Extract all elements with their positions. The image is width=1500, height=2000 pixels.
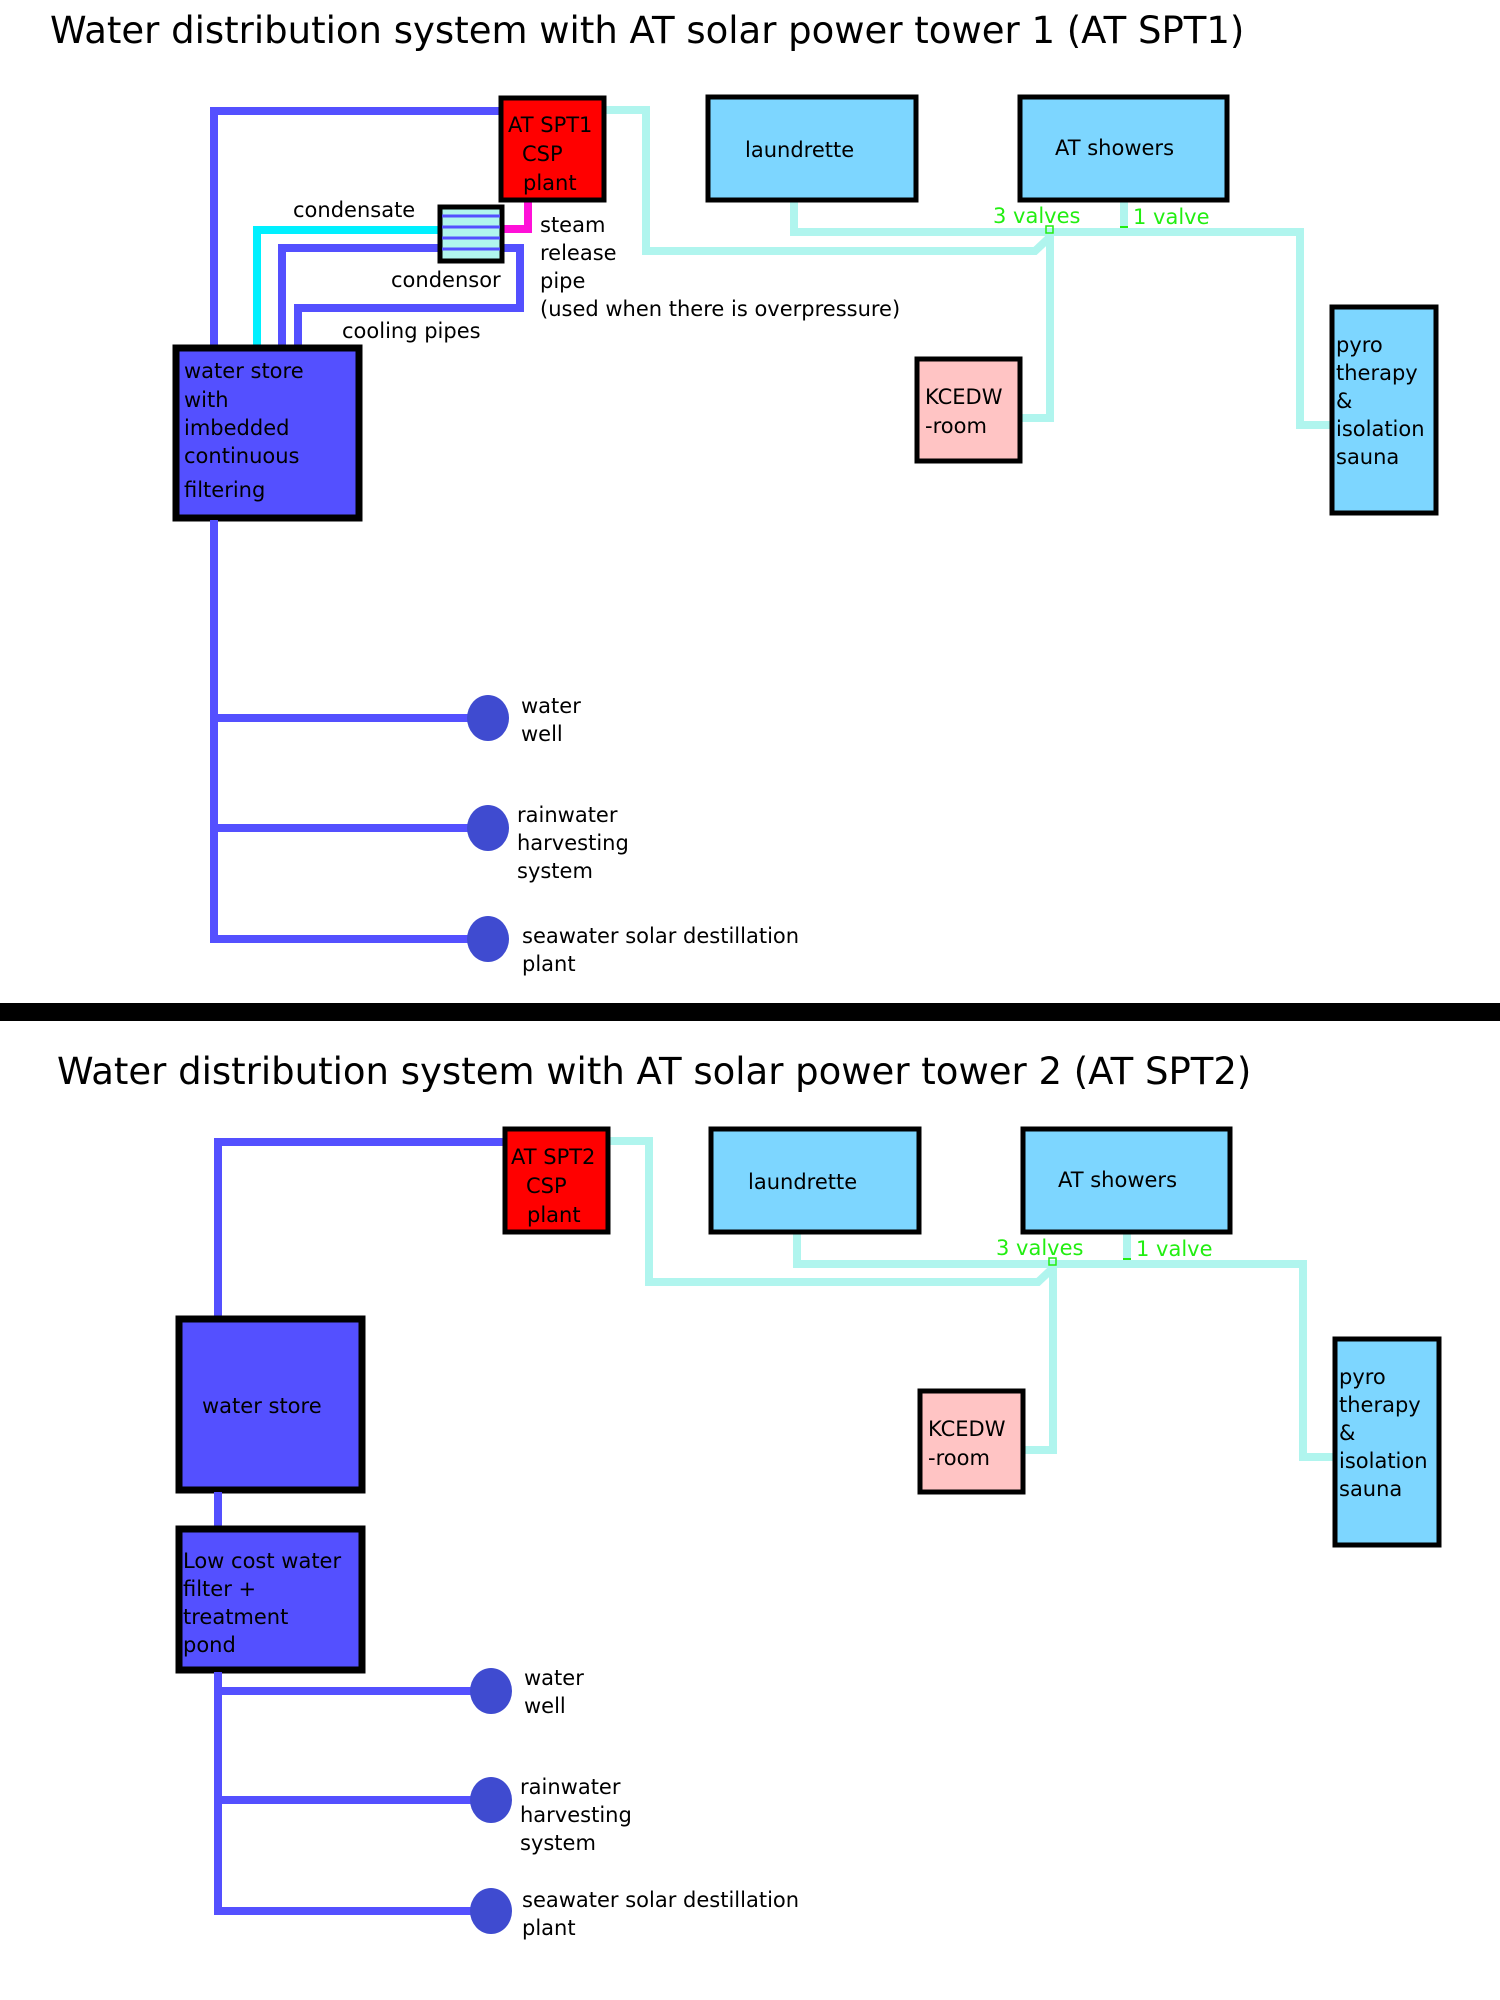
- steam-release-pipe: [502, 200, 532, 233]
- water-store-1-line-2: with: [184, 388, 229, 412]
- water-store-1-line-4: continuous: [184, 444, 300, 468]
- seawater-1-line-2: plant: [522, 952, 576, 976]
- water-well-2-line-1: water: [524, 1666, 584, 1690]
- condensate-pipe: [253, 226, 440, 350]
- section-2-title: Water distribution system with AT solar …: [57, 1050, 1251, 1093]
- rainwater-harvesting-2[interactable]: rainwater harvesting system: [470, 1775, 632, 1855]
- section-1-title: Water distribution system with AT solar …: [50, 9, 1244, 52]
- water-well-1-line-2: well: [521, 722, 563, 746]
- filter-pond-2[interactable]: Low cost water filter + treatment pond: [175, 1525, 366, 1674]
- supply-pipe-to-csp-2: [214, 1138, 505, 1320]
- water-well-1-line-1: water: [521, 694, 581, 718]
- water-well-2[interactable]: water well: [470, 1666, 584, 1718]
- water-store-2[interactable]: water store: [175, 1315, 366, 1494]
- csp-plant-1[interactable]: AT SPT1 CSP plant: [498, 95, 607, 203]
- pyro-sauna-2[interactable]: pyro therapy & isolation sauna: [1332, 1336, 1442, 1548]
- csp-plant-2-label-line-2: CSP: [526, 1174, 567, 1198]
- water-store-1-line-1: water store: [184, 359, 304, 383]
- source-trunk-2: [214, 1672, 475, 1915]
- sauna-2-line-1: pyro: [1339, 1365, 1386, 1389]
- csp-plant-1-label-line-1: AT SPT1: [508, 113, 592, 137]
- seawater-2-line-2: plant: [522, 1916, 576, 1940]
- source-trunk-1: [210, 520, 470, 943]
- laundrette-2-label: laundrette: [748, 1170, 857, 1194]
- seawater-destillation-2[interactable]: seawater solar destillation plant: [470, 1888, 799, 1940]
- cooling-pipe-in: [278, 244, 440, 350]
- condensor[interactable]: [437, 204, 505, 264]
- supply-pipe-to-csp: [210, 107, 502, 350]
- laundrette-pipe: [790, 200, 1330, 429]
- seawater-destillation-1[interactable]: seawater solar destillation plant: [467, 916, 799, 976]
- sauna-1-line-4: isolation: [1336, 417, 1425, 441]
- cooling-pipes-label: cooling pipes: [342, 319, 481, 343]
- sauna-2-line-3: &: [1339, 1421, 1355, 1445]
- csp-plant-2-label-line-3: plant: [527, 1203, 581, 1227]
- section-2: Water distribution system with AT solar …: [57, 1050, 1442, 1940]
- kcedw-room-1[interactable]: KCEDW -room: [914, 356, 1023, 464]
- steam-label-line-4: (used when there is overpressure): [540, 297, 900, 321]
- laundrette-1-label: laundrette: [745, 138, 854, 162]
- at-showers-2[interactable]: AT showers: [1020, 1126, 1233, 1235]
- condensate-label: condensate: [293, 198, 415, 222]
- rainwater-2-line-2: harvesting: [520, 1803, 632, 1827]
- filter-line-4: pond: [183, 1633, 236, 1657]
- sauna-2-line-5: sauna: [1339, 1477, 1402, 1501]
- sauna-2-line-4: isolation: [1339, 1449, 1428, 1473]
- kcedw-2-line-1: KCEDW: [928, 1417, 1006, 1441]
- rainwater-1-line-3: system: [517, 859, 593, 883]
- valves-1-label: 1 valve: [1133, 205, 1210, 229]
- steam-label-line-2: release: [540, 241, 617, 265]
- kcedw-room-2[interactable]: KCEDW -room: [917, 1388, 1026, 1495]
- at-showers-1-label: AT showers: [1055, 136, 1174, 160]
- valves-3-label-2: 3 valves: [996, 1236, 1083, 1260]
- potable-main-pipe-2: [608, 1137, 1057, 1454]
- seawater-2-line-1: seawater solar destillation: [522, 1888, 799, 1912]
- section-1: Water distribution system with AT solar …: [50, 9, 1439, 976]
- sauna-1-line-1: pyro: [1336, 333, 1383, 357]
- csp-plant-2-label-line-1: AT SPT2: [511, 1145, 595, 1169]
- rainwater-1-line-1: rainwater: [517, 803, 618, 827]
- kcedw-2-line-2: -room: [928, 1446, 990, 1470]
- water-well-1[interactable]: water well: [467, 694, 581, 746]
- steam-label-line-3: pipe: [540, 269, 585, 293]
- laundrette-pipe-2: [793, 1232, 1333, 1461]
- section-divider: [0, 1003, 1500, 1021]
- steam-label-line-1: steam: [540, 213, 605, 237]
- filter-line-1: Low cost water: [183, 1549, 341, 1573]
- valves-3-label: 3 valves: [993, 204, 1080, 228]
- sauna-1-line-2: therapy: [1336, 361, 1418, 385]
- csp-plant-1-label-line-2: CSP: [522, 142, 563, 166]
- filter-line-2: filter +: [183, 1577, 256, 1601]
- water-well-2-line-2: well: [524, 1694, 566, 1718]
- kcedw-1-line-1: KCEDW: [925, 385, 1003, 409]
- condensor-label: condensor: [391, 268, 501, 292]
- kcedw-1-line-2: -room: [925, 414, 987, 438]
- rainwater-2-line-1: rainwater: [520, 1775, 621, 1799]
- water-store-1-line-5: filtering: [184, 478, 265, 502]
- water-store-1-line-3: imbedded: [184, 416, 289, 440]
- laundrette-2[interactable]: laundrette: [708, 1126, 922, 1235]
- at-showers-2-label: AT showers: [1058, 1168, 1177, 1192]
- sauna-2-line-2: therapy: [1339, 1393, 1421, 1417]
- pyro-sauna-1[interactable]: pyro therapy & isolation sauna: [1329, 304, 1439, 516]
- at-showers-1[interactable]: AT showers: [1017, 94, 1230, 203]
- csp-plant-1-label-line-3: plant: [523, 171, 577, 195]
- steam-release-label: steam release pipe (used when there is o…: [540, 213, 900, 321]
- filter-line-3: treatment: [183, 1605, 288, 1629]
- valve-marker-3: [1045, 225, 1054, 234]
- water-store-2-label: water store: [202, 1394, 322, 1418]
- rainwater-harvesting-1[interactable]: rainwater harvesting system: [467, 803, 629, 883]
- water-store-1[interactable]: water store with imbedded continuous fil…: [172, 344, 363, 522]
- rainwater-1-line-2: harvesting: [517, 831, 629, 855]
- valves-1-label-2: 1 valve: [1136, 1237, 1213, 1261]
- sauna-1-line-3: &: [1336, 389, 1352, 413]
- cooling-pipe-out: [294, 244, 524, 350]
- valve-marker-3-2: [1048, 1257, 1057, 1266]
- potable-main-pipe: [605, 106, 1054, 422]
- seawater-1-line-1: seawater solar destillation: [522, 924, 799, 948]
- laundrette-1[interactable]: laundrette: [705, 94, 919, 203]
- rainwater-2-line-3: system: [520, 1831, 596, 1855]
- csp-plant-2[interactable]: AT SPT2 CSP plant: [502, 1126, 611, 1235]
- sauna-1-line-5: sauna: [1336, 445, 1399, 469]
